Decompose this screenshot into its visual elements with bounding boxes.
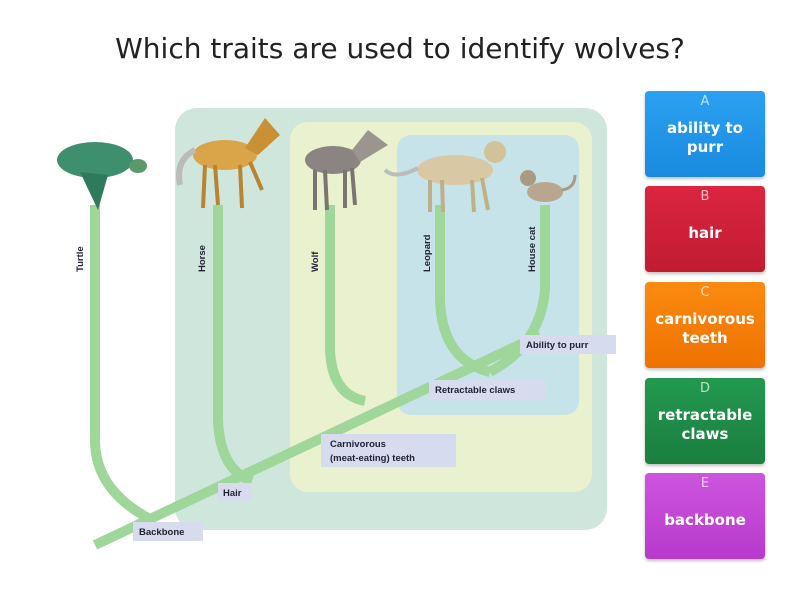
animal-label-turtle: Turtle <box>75 246 86 272</box>
housecat-branch <box>487 205 550 377</box>
trait-label-carnivorous: Carnivorous <box>330 439 386 450</box>
leopard-branch <box>435 205 492 377</box>
trunk-branch <box>92 330 543 550</box>
animal-label-house-cat: House cat <box>527 226 538 272</box>
option-text: hair <box>688 223 722 242</box>
turtle-icon <box>57 142 147 210</box>
option-letter: B <box>700 189 710 204</box>
answer-option-d[interactable]: D retractable claws <box>645 378 765 464</box>
wolf-branch <box>325 205 367 406</box>
trait-label-claws: Retractable claws <box>435 385 515 396</box>
trait-label-hair: Hair <box>223 488 242 499</box>
option-text: retractable claws <box>657 406 753 443</box>
option-text: backbone <box>664 510 746 529</box>
horse-branch <box>213 205 254 486</box>
cladogram-image: Turtle Horse Wolf Leopard House cat Back… <box>57 108 616 550</box>
question-title: Which traits are used to identify wolves… <box>115 32 685 65</box>
trait-label-purr: Ability to purr <box>526 340 589 351</box>
option-letter: D <box>699 381 710 396</box>
answer-option-b[interactable]: B hair <box>645 186 765 272</box>
option-letter: C <box>700 285 710 300</box>
animal-label-horse: Horse <box>197 245 208 272</box>
animal-label-leopard: Leopard <box>422 234 433 272</box>
answer-option-c[interactable]: C carnivorous teeth <box>645 282 765 368</box>
turtle-branch <box>90 205 153 524</box>
trait-label-backbone: Backbone <box>139 527 184 538</box>
wolf-icon <box>305 130 388 211</box>
option-text: carnivorous teeth <box>655 310 755 347</box>
horse-icon <box>176 118 280 209</box>
answer-option-a[interactable]: A ability to purr <box>645 91 765 177</box>
answer-option-e[interactable]: E backbone <box>645 473 765 559</box>
option-letter: E <box>700 476 710 491</box>
option-text: ability to purr <box>667 119 743 156</box>
option-letter: A <box>700 94 710 109</box>
house-cat-icon <box>520 170 577 202</box>
leopard-icon <box>383 141 506 213</box>
trait-label-carnivorous-2: (meat-eating) teeth <box>330 453 415 464</box>
animal-label-wolf: Wolf <box>310 251 321 272</box>
